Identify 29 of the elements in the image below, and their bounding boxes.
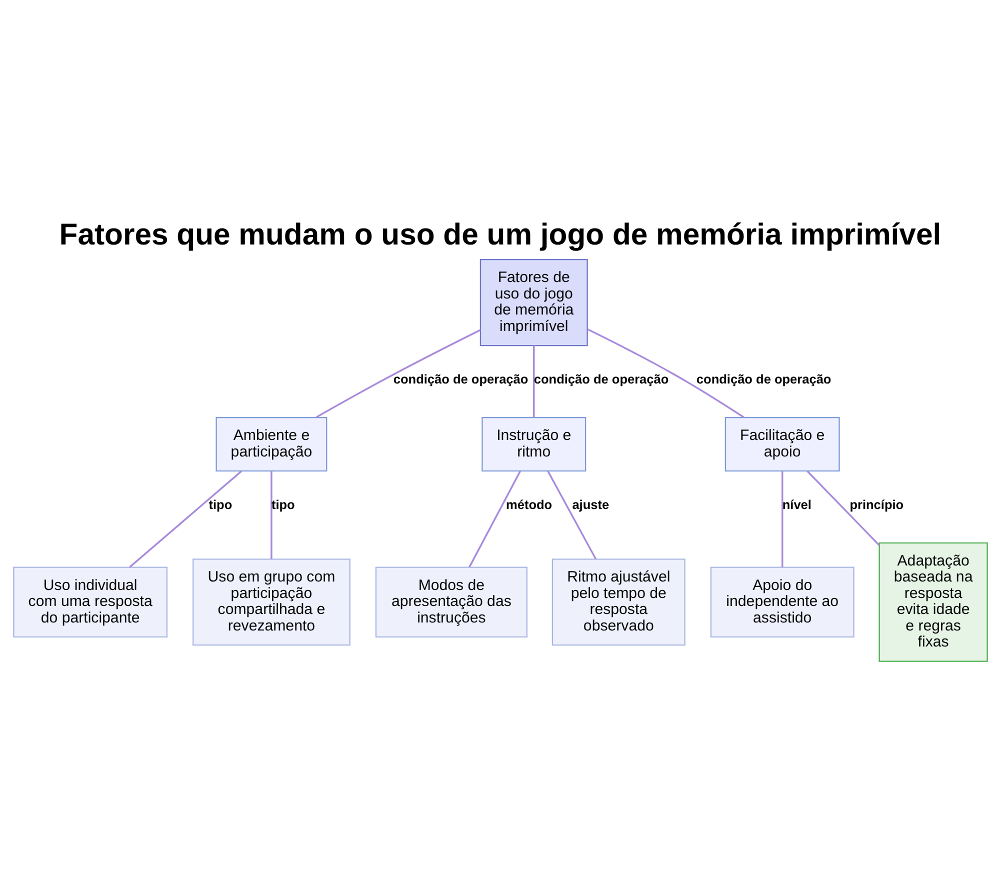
connector [806, 470, 880, 546]
connector [546, 470, 596, 560]
connector [315, 329, 480, 418]
node-box: Ambiente e participação [215, 416, 327, 472]
edge-label: condição de operação [533, 372, 668, 387]
edge-label: princípio [849, 497, 904, 512]
edge-label: condição de operação [392, 372, 528, 387]
diagram-title: Fatores que mudam o uso de um jogo de memória imprimível [58, 218, 941, 252]
node-box: Instrução e ritmo [481, 416, 586, 472]
connector [532, 346, 534, 418]
connector [781, 471, 783, 568]
connector [128, 470, 242, 568]
edge-label: condição de operação [696, 372, 831, 387]
edge-label: nível [782, 497, 811, 512]
node-box: Uso individual com uma resposta do participante [12, 566, 168, 638]
connector [270, 471, 272, 560]
node-box: Apoio do independente ao assistido [710, 566, 854, 638]
edge-label: tipo [270, 497, 294, 512]
node-box: Modos de apresentação das instruções [374, 566, 527, 638]
connector [468, 470, 521, 568]
node-box: Ritmo ajustável pelo tempo de resposta observado [551, 558, 685, 646]
edge-label: método [506, 497, 552, 512]
connector [586, 328, 744, 418]
node-box: Facilitação e apoio [724, 416, 840, 472]
edge-label: tipo [208, 497, 232, 512]
node-box: Uso em grupo com participação compartilhada e revezamento [192, 558, 350, 646]
edge-label: ajuste [572, 497, 609, 512]
node-box: Fatores de uso do jogo de memória imprimível [479, 259, 588, 346]
node-box: Adaptação baseada na resposta evita idade e regras fixas [878, 542, 988, 662]
